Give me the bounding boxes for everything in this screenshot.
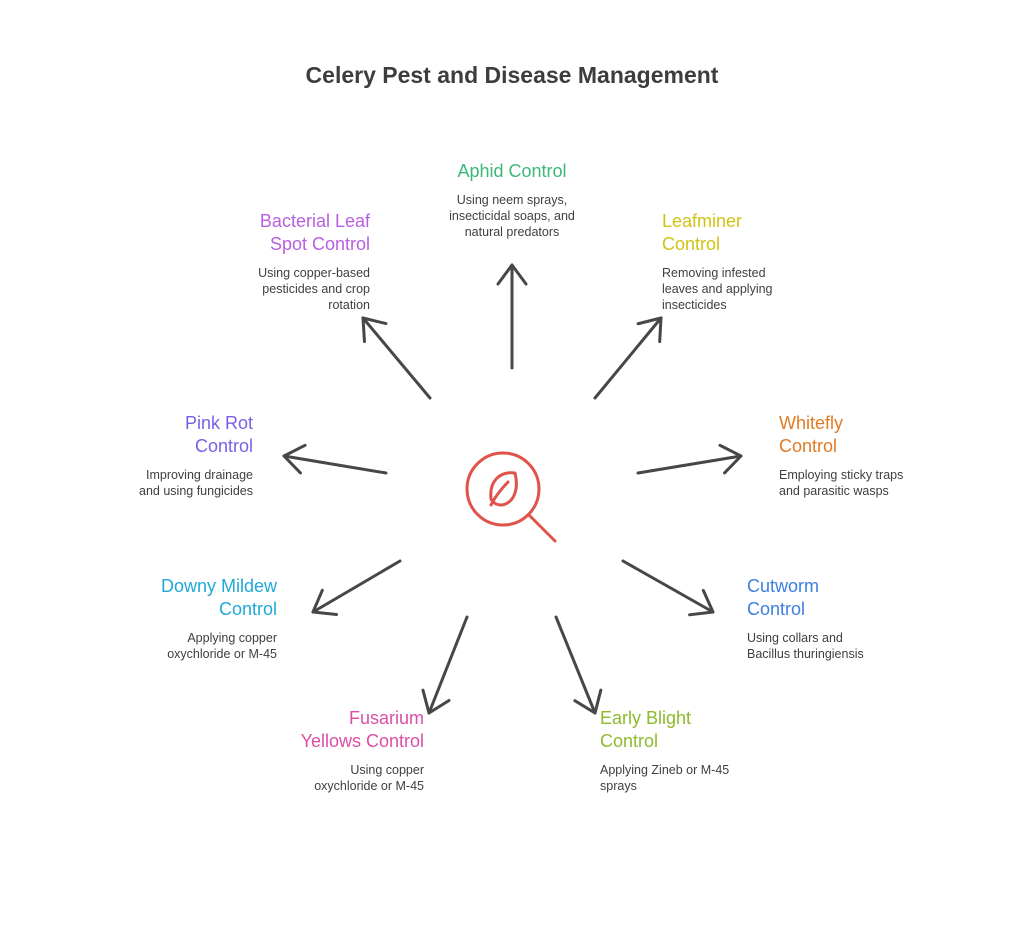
- item-label: Cutworm Control: [747, 576, 820, 619]
- item-whitefly-control: Whitefly Control Employing sticky traps …: [779, 412, 979, 499]
- item-label: Downy Mildew Control: [160, 576, 277, 619]
- item-description: Applying Zineb or M-45 sprays: [600, 763, 730, 793]
- item-description: Using neem sprays, insecticidal soaps, a…: [449, 193, 575, 239]
- arrow-cutworm: [621, 559, 715, 617]
- item-label: Leafminer Control: [662, 211, 743, 254]
- item-description: Applying copper oxychloride or M-45: [167, 631, 277, 661]
- item-label: Fusarium Yellows Control: [300, 708, 424, 751]
- diagram-title: Celery Pest and Disease Management: [305, 62, 719, 88]
- arrow-leafminer: [593, 316, 663, 400]
- item-description: Improving drainage and using fungicides: [139, 468, 253, 498]
- item-description: Using copper-based pesticides and crop r…: [258, 266, 370, 312]
- item-downy-mildew-control: Downy Mildew Control Applying copper oxy…: [77, 575, 277, 662]
- item-bacterial-leaf-spot-control: Bacterial Leaf Spot Control Using copper…: [170, 210, 370, 313]
- arrow-bacterial-leaf-spot: [361, 316, 432, 400]
- item-label: Bacterial Leaf Spot Control: [259, 211, 370, 254]
- item-description: Using copper oxychloride or M-45: [314, 763, 424, 793]
- item-label: Aphid Control: [457, 161, 567, 181]
- item-fusarium-yellows-control: Fusarium Yellows Control Using copper ox…: [224, 707, 424, 794]
- item-description: Employing sticky traps and parasitic was…: [779, 468, 904, 498]
- item-early-blight-control: Early Blight Control Applying Zineb or M…: [600, 707, 800, 794]
- arrow-fusarium-yellows: [421, 615, 469, 715]
- item-leafminer-control: Leafminer Control Removing infested leav…: [662, 210, 862, 313]
- item-pink-rot-control: Pink Rot Control Improving drainage and …: [53, 412, 253, 499]
- item-description: Removing infested leaves and applying in…: [662, 266, 773, 312]
- arrow-aphid: [496, 263, 528, 370]
- item-description: Using collars and Bacillus thuringiensis: [747, 631, 864, 661]
- arrow-whitefly: [636, 443, 743, 475]
- arrow-downy-mildew: [311, 559, 402, 616]
- leaf-magnifier-icon: [465, 451, 557, 543]
- arrow-pink-rot: [282, 443, 388, 475]
- item-label: Whitefly Control: [779, 413, 844, 456]
- arrow-early-blight: [554, 615, 603, 715]
- item-label: Early Blight Control: [600, 708, 692, 751]
- item-cutworm-control: Cutworm Control Using collars and Bacill…: [747, 575, 947, 662]
- item-label: Pink Rot Control: [184, 413, 253, 456]
- item-aphid-control: Aphid Control Using neem sprays, insecti…: [412, 160, 612, 240]
